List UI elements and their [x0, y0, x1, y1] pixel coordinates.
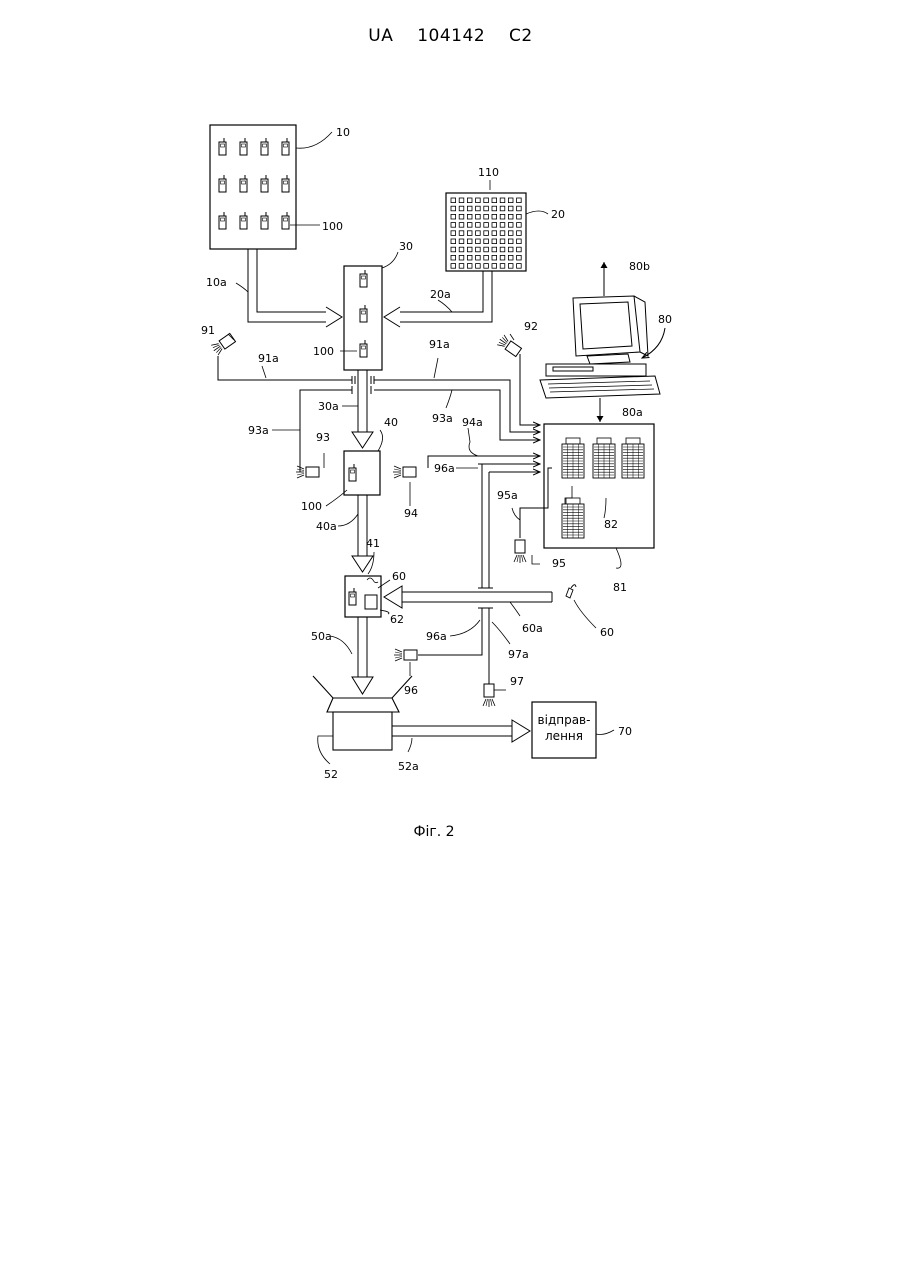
ref-91a-left: 91a — [258, 352, 279, 365]
flow-arrow-60a — [384, 586, 552, 608]
flow-arrow-52a — [392, 720, 530, 742]
sensor-92 — [496, 334, 522, 357]
ref-62: 62 — [390, 613, 404, 626]
sensor-96 — [394, 649, 417, 661]
ref-40: 40 — [384, 416, 398, 429]
ref-10a: 10a — [206, 276, 227, 289]
station-41 — [345, 576, 381, 617]
test-panel-20 — [446, 193, 526, 271]
ref-97: 97 — [510, 675, 524, 688]
sensor-94 — [393, 466, 416, 478]
ref-91a-right: 91a — [429, 338, 450, 351]
ref-100-station: 100 — [313, 345, 334, 358]
package-box-52 — [313, 676, 412, 750]
ref-92: 92 — [524, 320, 538, 333]
computer-80 — [540, 296, 660, 398]
ref-93a-mid: 93a — [432, 412, 453, 425]
ref-50a: 50a — [311, 630, 332, 643]
ref-70: 70 — [618, 725, 632, 738]
sensor-95 — [514, 540, 526, 563]
ref-60a: 60a — [522, 622, 543, 635]
ref-30: 30 — [399, 240, 413, 253]
ref-96: 96 — [404, 684, 418, 697]
ref-41: 41 — [366, 537, 380, 550]
flow-arrow-10a — [248, 249, 342, 327]
station-40 — [344, 451, 380, 495]
ref-52: 52 — [324, 768, 338, 781]
sensor-93 — [296, 466, 319, 478]
label-item-60 — [566, 585, 576, 598]
computer-pointer-80 — [642, 328, 665, 358]
station-30 — [344, 266, 382, 370]
ref-94: 94 — [404, 507, 418, 520]
ref-95: 95 — [552, 557, 566, 570]
ref-80: 80 — [658, 313, 672, 326]
ref-97a: 97a — [508, 648, 529, 661]
ref-100-station40: 100 — [301, 500, 322, 513]
ref-82: 82 — [604, 518, 618, 531]
ref-20a: 20a — [430, 288, 451, 301]
ref-60-right: 60 — [600, 626, 614, 639]
ref-96a-bottom: 96a — [426, 630, 447, 643]
ref-100-rack: 100 — [322, 220, 343, 233]
ref-80a: 80a — [622, 406, 643, 419]
sensor-97 — [483, 684, 495, 707]
ref-91: 91 — [201, 324, 215, 337]
ref-52a: 52a — [398, 760, 419, 773]
dispatch-text-line2: лення — [545, 729, 583, 743]
ref-96a-top: 96a — [434, 462, 455, 475]
controller-81 — [544, 424, 654, 548]
ref-94a: 94a — [462, 416, 483, 429]
signal-lines — [218, 354, 552, 684]
ref-81: 81 — [613, 581, 627, 594]
ref-93a-left: 93a — [248, 424, 269, 437]
module-block — [593, 438, 615, 478]
phone-storage-10 — [210, 125, 296, 249]
ref-30a: 30a — [318, 400, 339, 413]
module-block — [562, 438, 584, 478]
ref-10: 10 — [336, 126, 350, 139]
ref-60-box: 60 — [392, 570, 406, 583]
flow-arrow-40a — [352, 495, 373, 572]
ref-20: 20 — [551, 208, 565, 221]
ref-110: 110 — [478, 166, 499, 179]
ref-95a: 95a — [497, 489, 518, 502]
flow-arrow-50a — [352, 617, 373, 694]
dispatch-box-70: відправ- лення — [532, 702, 596, 758]
module-block — [622, 438, 644, 478]
ref-40a: 40a — [316, 520, 337, 533]
ref-93: 93 — [316, 431, 330, 444]
ref-80b: 80b — [629, 260, 650, 273]
dispatch-text-line1: відправ- — [538, 713, 591, 727]
figure-caption: Фіг. 2 — [0, 824, 868, 840]
